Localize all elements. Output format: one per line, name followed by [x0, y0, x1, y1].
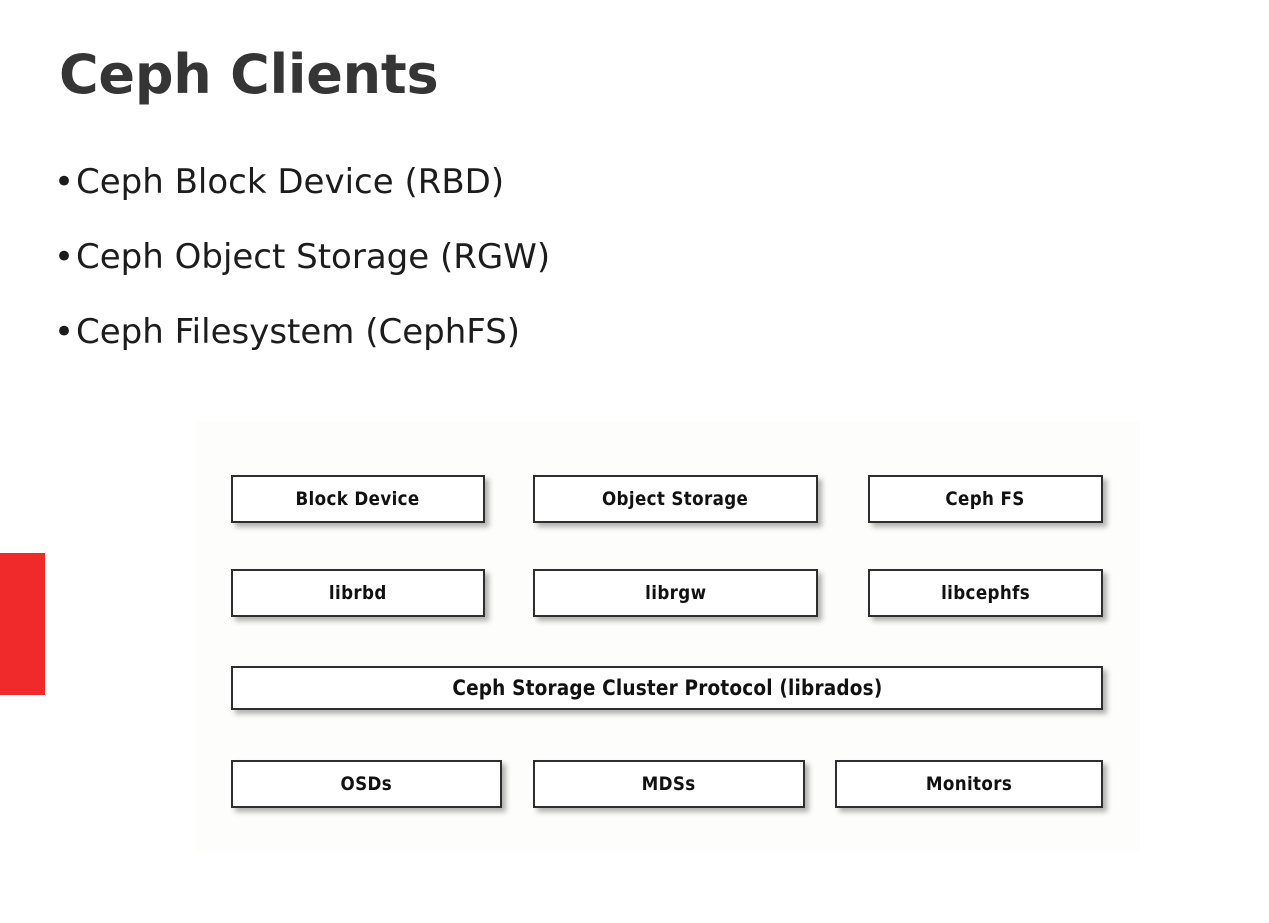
bullet-dot-icon: • — [54, 312, 75, 352]
diagram-box-label: libcephfs — [941, 582, 1030, 604]
diagram-box-block-device: Block Device — [231, 475, 485, 523]
bullet-dot-icon: • — [54, 162, 75, 202]
ceph-architecture-diagram: Block Device Object Storage Ceph FS libr… — [195, 421, 1140, 852]
diagram-box-object-storage: Object Storage — [533, 475, 818, 523]
page-title: Ceph Clients — [59, 43, 439, 106]
diagram-box-label: Monitors — [925, 773, 1013, 795]
diagram-box-label: Object Storage — [602, 488, 749, 510]
bullet-list: • Ceph Block Device (RBD) • Ceph Object … — [50, 160, 950, 385]
bullet-dot-icon: • — [54, 237, 75, 277]
diagram-box-osds: OSDs — [231, 760, 502, 808]
diagram-box-label: librgw — [644, 582, 707, 604]
list-item: • Ceph Filesystem (CephFS) — [50, 310, 950, 385]
diagram-box-librgw: librgw — [533, 569, 818, 617]
diagram-box-libcephfs: libcephfs — [868, 569, 1103, 617]
diagram-box-ceph-fs: Ceph FS — [868, 475, 1103, 523]
diagram-box-label: Block Device — [295, 488, 421, 510]
list-item-label: Ceph Block Device (RBD) — [76, 162, 505, 202]
diagram-box-monitors: Monitors — [835, 760, 1103, 808]
accent-bar — [0, 553, 45, 695]
list-item-label: Ceph Object Storage (RGW) — [76, 237, 551, 277]
diagram-box-librados-protocol: Ceph Storage Cluster Protocol (librados) — [231, 666, 1103, 710]
diagram-box-label: OSDs — [340, 773, 393, 795]
list-item: • Ceph Object Storage (RGW) — [50, 235, 950, 310]
diagram-box-mdss: MDSs — [533, 760, 805, 808]
diagram-box-label: librbd — [329, 582, 387, 604]
diagram-box-librbd: librbd — [231, 569, 485, 617]
diagram-box-label: Ceph FS — [945, 488, 1026, 510]
list-item-label: Ceph Filesystem (CephFS) — [76, 312, 521, 352]
diagram-box-label: Ceph Storage Cluster Protocol (librados) — [451, 676, 883, 700]
list-item: • Ceph Block Device (RBD) — [50, 160, 950, 235]
diagram-box-label: MDSs — [642, 773, 696, 795]
